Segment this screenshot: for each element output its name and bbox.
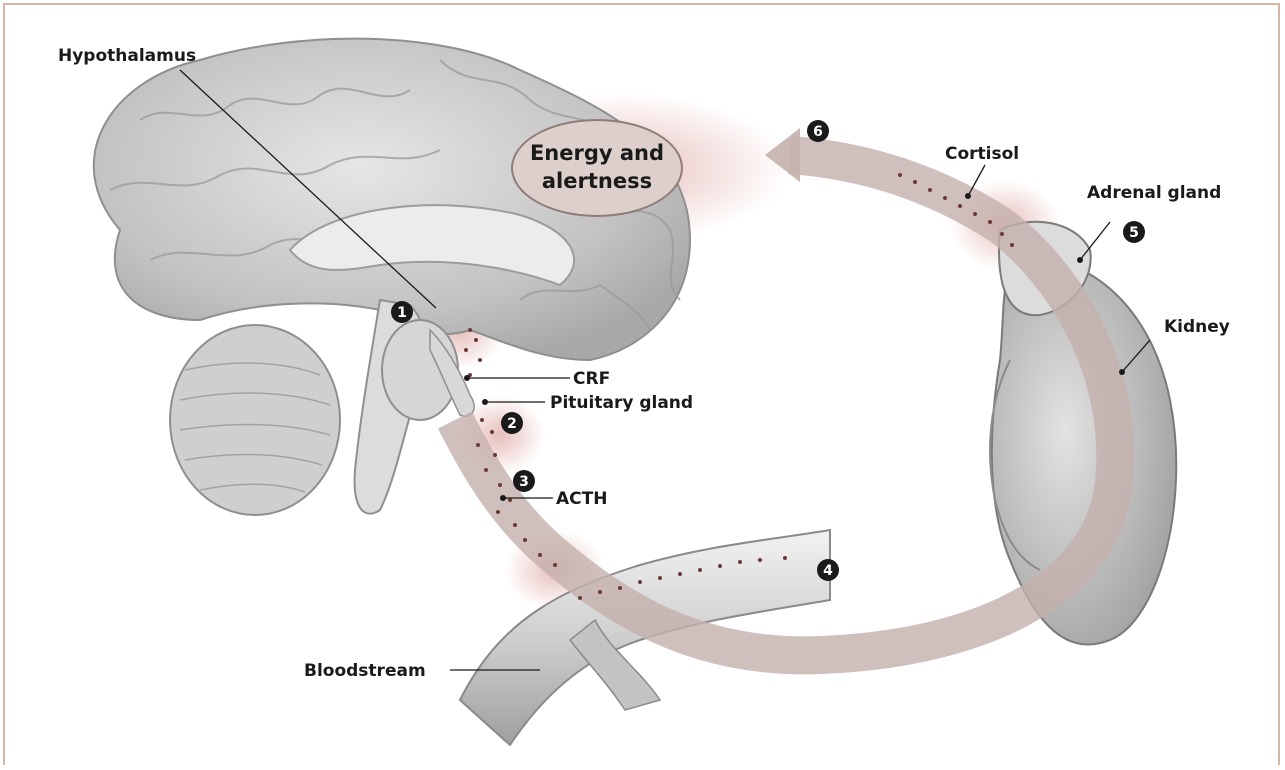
- label-hypothalamus: Hypothalamus: [58, 46, 196, 66]
- label-acth: ACTH: [556, 489, 607, 509]
- svg-text:6: 6: [813, 124, 823, 140]
- energy-line-1: Energy and: [530, 141, 664, 165]
- label-bloodstream: Bloodstream: [304, 661, 426, 681]
- brain-illustration: [94, 39, 690, 515]
- svg-text:3: 3: [519, 474, 529, 490]
- svg-text:4: 4: [823, 563, 833, 579]
- svg-text:5: 5: [1129, 225, 1139, 241]
- label-kidney: Kidney: [1164, 317, 1230, 337]
- label-crf: CRF: [573, 369, 610, 389]
- step-marker-2: 2: [501, 412, 523, 434]
- svg-text:2: 2: [507, 416, 517, 432]
- label-pituitary-gland: Pituitary gland: [550, 393, 693, 413]
- step-marker-6: 6: [807, 120, 829, 142]
- step-marker-3: 3: [513, 470, 535, 492]
- label-cortisol: Cortisol: [945, 144, 1019, 164]
- cerebellum: [170, 325, 340, 515]
- svg-text:1: 1: [397, 305, 407, 321]
- step-marker-4: 4: [817, 559, 839, 581]
- step-marker-1: 1: [391, 301, 413, 323]
- energy-line-2: alertness: [542, 169, 652, 193]
- label-adrenal-gland: Adrenal gland: [1087, 183, 1221, 203]
- step-marker-5: 5: [1123, 221, 1145, 243]
- energy-alertness-box: Energy and alertness: [512, 120, 682, 216]
